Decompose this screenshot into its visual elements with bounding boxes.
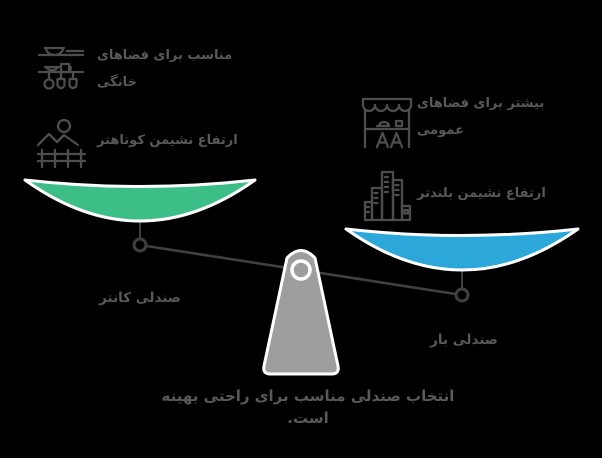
bar-benefit-public: بیشتر برای فضاهای عمومی bbox=[417, 90, 544, 144]
counter-benefit-home-line2: خانگی bbox=[97, 75, 137, 90]
infographic-caption: انتخاب صندلی مناسب برای راحتی بهینه است. bbox=[161, 387, 455, 427]
counter-benefit-home: مناسب برای فضاهای خانگی bbox=[97, 42, 232, 96]
left-pan-ring bbox=[132, 237, 148, 253]
counter-benefit-home-line1: مناسب برای فضاهای bbox=[97, 48, 233, 63]
kitchen-shelf-icon bbox=[37, 46, 85, 90]
counter-benefit-height: ارتفاع نشیمن کوتاهتر bbox=[97, 131, 238, 151]
bar-pan-label: صندلی بار bbox=[430, 332, 498, 348]
bar-pan bbox=[344, 227, 580, 272]
bar-benefit-height: ارتفاع نشیمن بلندتر bbox=[417, 184, 546, 204]
bar-benefit-height-line1: ارتفاع نشیمن بلندتر bbox=[417, 186, 546, 201]
bar-benefit-public-line2: عمومی bbox=[417, 123, 464, 138]
counter-benefit-height-line1: ارتفاع نشیمن کوتاهتر bbox=[97, 133, 238, 148]
counter-pan bbox=[23, 178, 257, 223]
city-buildings-icon bbox=[363, 170, 412, 222]
counter-pan-label: صندلی کانتر bbox=[99, 290, 181, 306]
bar-benefit-public-line1: بیشتر برای فضاهای bbox=[417, 96, 545, 111]
right-pan-ring bbox=[454, 287, 470, 303]
fulcrum-hole bbox=[290, 259, 312, 281]
fulcrum-weight bbox=[262, 249, 340, 376]
landscape-fence-icon bbox=[36, 118, 87, 169]
market-stall-icon bbox=[361, 97, 413, 149]
